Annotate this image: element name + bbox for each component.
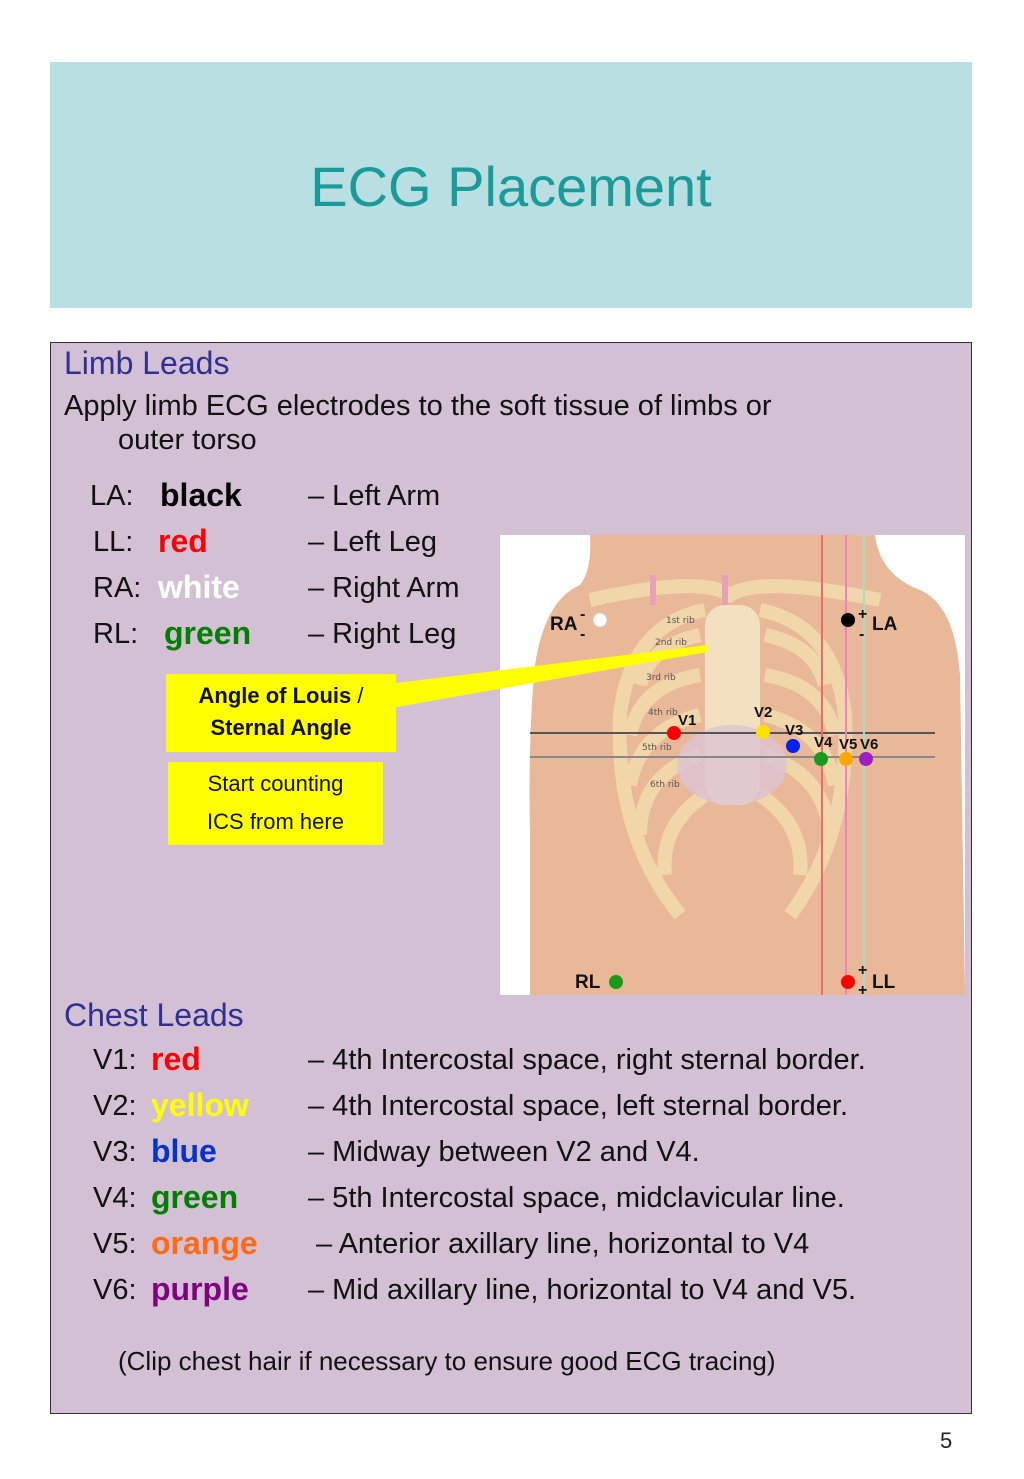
rl-electrode [609, 975, 623, 989]
lead-description: – 4th Intercostal space, left sternal bo… [308, 1090, 849, 1122]
lead-description: – Mid axillary line, horizontal to V4 an… [308, 1274, 857, 1306]
callout-text: Angle of Louis [198, 683, 352, 708]
limb-intro-line1: Apply limb ECG electrodes to the soft ti… [64, 390, 772, 422]
lead-description: – Right Leg [308, 618, 457, 650]
rib-label: 4th rib [648, 708, 678, 718]
v4-electrode [814, 752, 828, 766]
lead-color-name: green [164, 615, 252, 651]
lead-code: V3: [93, 1136, 137, 1168]
limb-leads-heading: Limb Leads [64, 345, 230, 381]
lead-description: – Anterior axillary line, horizontal to … [316, 1228, 810, 1260]
v4-label: V4 [814, 734, 833, 751]
ll-electrode [841, 975, 855, 989]
v1-label: V1 [678, 712, 696, 729]
limb-intro-line2: outer torso [118, 424, 257, 456]
rib-label: 6th rib [650, 780, 680, 790]
chest-hair-note: (Clip chest hair if necessary to ensure … [118, 1346, 776, 1376]
minus-sign: - [580, 626, 585, 643]
v5-electrode [839, 752, 853, 766]
v5-label: V5 [839, 736, 857, 753]
lead-code: RA: [93, 572, 142, 604]
rib-label: 2nd rib [655, 638, 687, 648]
lead-color-name: red [151, 1041, 201, 1077]
lead-color-name: purple [151, 1271, 249, 1307]
lead-description: – 5th Intercostal space, midclavicular l… [308, 1182, 845, 1214]
start-counting-callout: Start counting ICS from here [168, 762, 383, 845]
plus-sign: + [858, 606, 867, 623]
v1-electrode [667, 726, 681, 740]
lead-color-name: green [151, 1179, 239, 1215]
lead-description: – Right Arm [308, 572, 460, 604]
la-label: LA [872, 614, 898, 635]
lead-color-name: blue [151, 1133, 217, 1169]
title-band: ECG Placement [50, 62, 972, 308]
lead-description: – 4th Intercostal space, right sternal b… [308, 1044, 866, 1076]
v2-label: V2 [754, 704, 772, 721]
lead-color-name: white [158, 569, 240, 605]
ra-electrode [592, 612, 608, 628]
lead-code: V1: [93, 1044, 137, 1076]
rl-label: RL [575, 972, 601, 993]
minus-sign: - [580, 606, 585, 623]
callout-pointer [380, 645, 708, 710]
plus-sign: + [858, 962, 867, 979]
lead-description: – Left Arm [308, 480, 441, 512]
lead-code: V5: [93, 1228, 137, 1260]
chest-leads-heading: Chest Leads [64, 997, 244, 1033]
rib-label: 3rd rib [646, 673, 676, 683]
rib-labels: 1st rib 2nd rib 3rd rib 4th rib 5th rib … [642, 616, 695, 790]
minus-sign: - [859, 626, 864, 643]
v6-electrode [859, 752, 873, 766]
angle-of-louis-callout: Angle of Louis / Sternal Angle [166, 674, 396, 752]
rib-label: 5th rib [642, 743, 672, 753]
ra-label: RA [550, 614, 578, 635]
lead-code: V4: [93, 1182, 137, 1214]
chest-diagram: 1st rib 2nd rib 3rd rib 4th rib 5th rib … [500, 535, 965, 995]
v3-electrode [786, 739, 800, 753]
vessel [650, 575, 656, 605]
callout-text: Start counting [207, 771, 344, 796]
vessel [722, 575, 728, 605]
callout-slash: / [351, 683, 364, 708]
lead-code: V2: [93, 1090, 137, 1122]
lead-color-name: orange [151, 1225, 258, 1261]
page-number: 5 [940, 1428, 953, 1453]
lead-color-name: red [158, 523, 208, 559]
lead-color-name: yellow [151, 1087, 249, 1123]
heart [677, 725, 787, 805]
callout-text: Sternal Angle [210, 715, 352, 740]
lead-color-name: black [160, 477, 242, 513]
slide-title: ECG Placement [310, 155, 712, 218]
lead-code: LA: [90, 480, 134, 512]
lead-description: – Left Leg [308, 526, 437, 558]
v6-label: V6 [860, 736, 878, 753]
lead-code: V6: [93, 1274, 137, 1306]
lead-code: RL: [93, 618, 139, 650]
callout-text: ICS from here [207, 809, 344, 834]
v2-electrode [756, 725, 770, 739]
la-electrode [841, 613, 855, 627]
v3-label: V3 [785, 722, 803, 739]
lead-code: LL: [93, 526, 134, 558]
plus-sign: + [858, 982, 867, 995]
lead-description: – Midway between V2 and V4. [308, 1136, 700, 1168]
ll-label: LL [872, 972, 896, 993]
rib-label: 1st rib [666, 616, 695, 626]
